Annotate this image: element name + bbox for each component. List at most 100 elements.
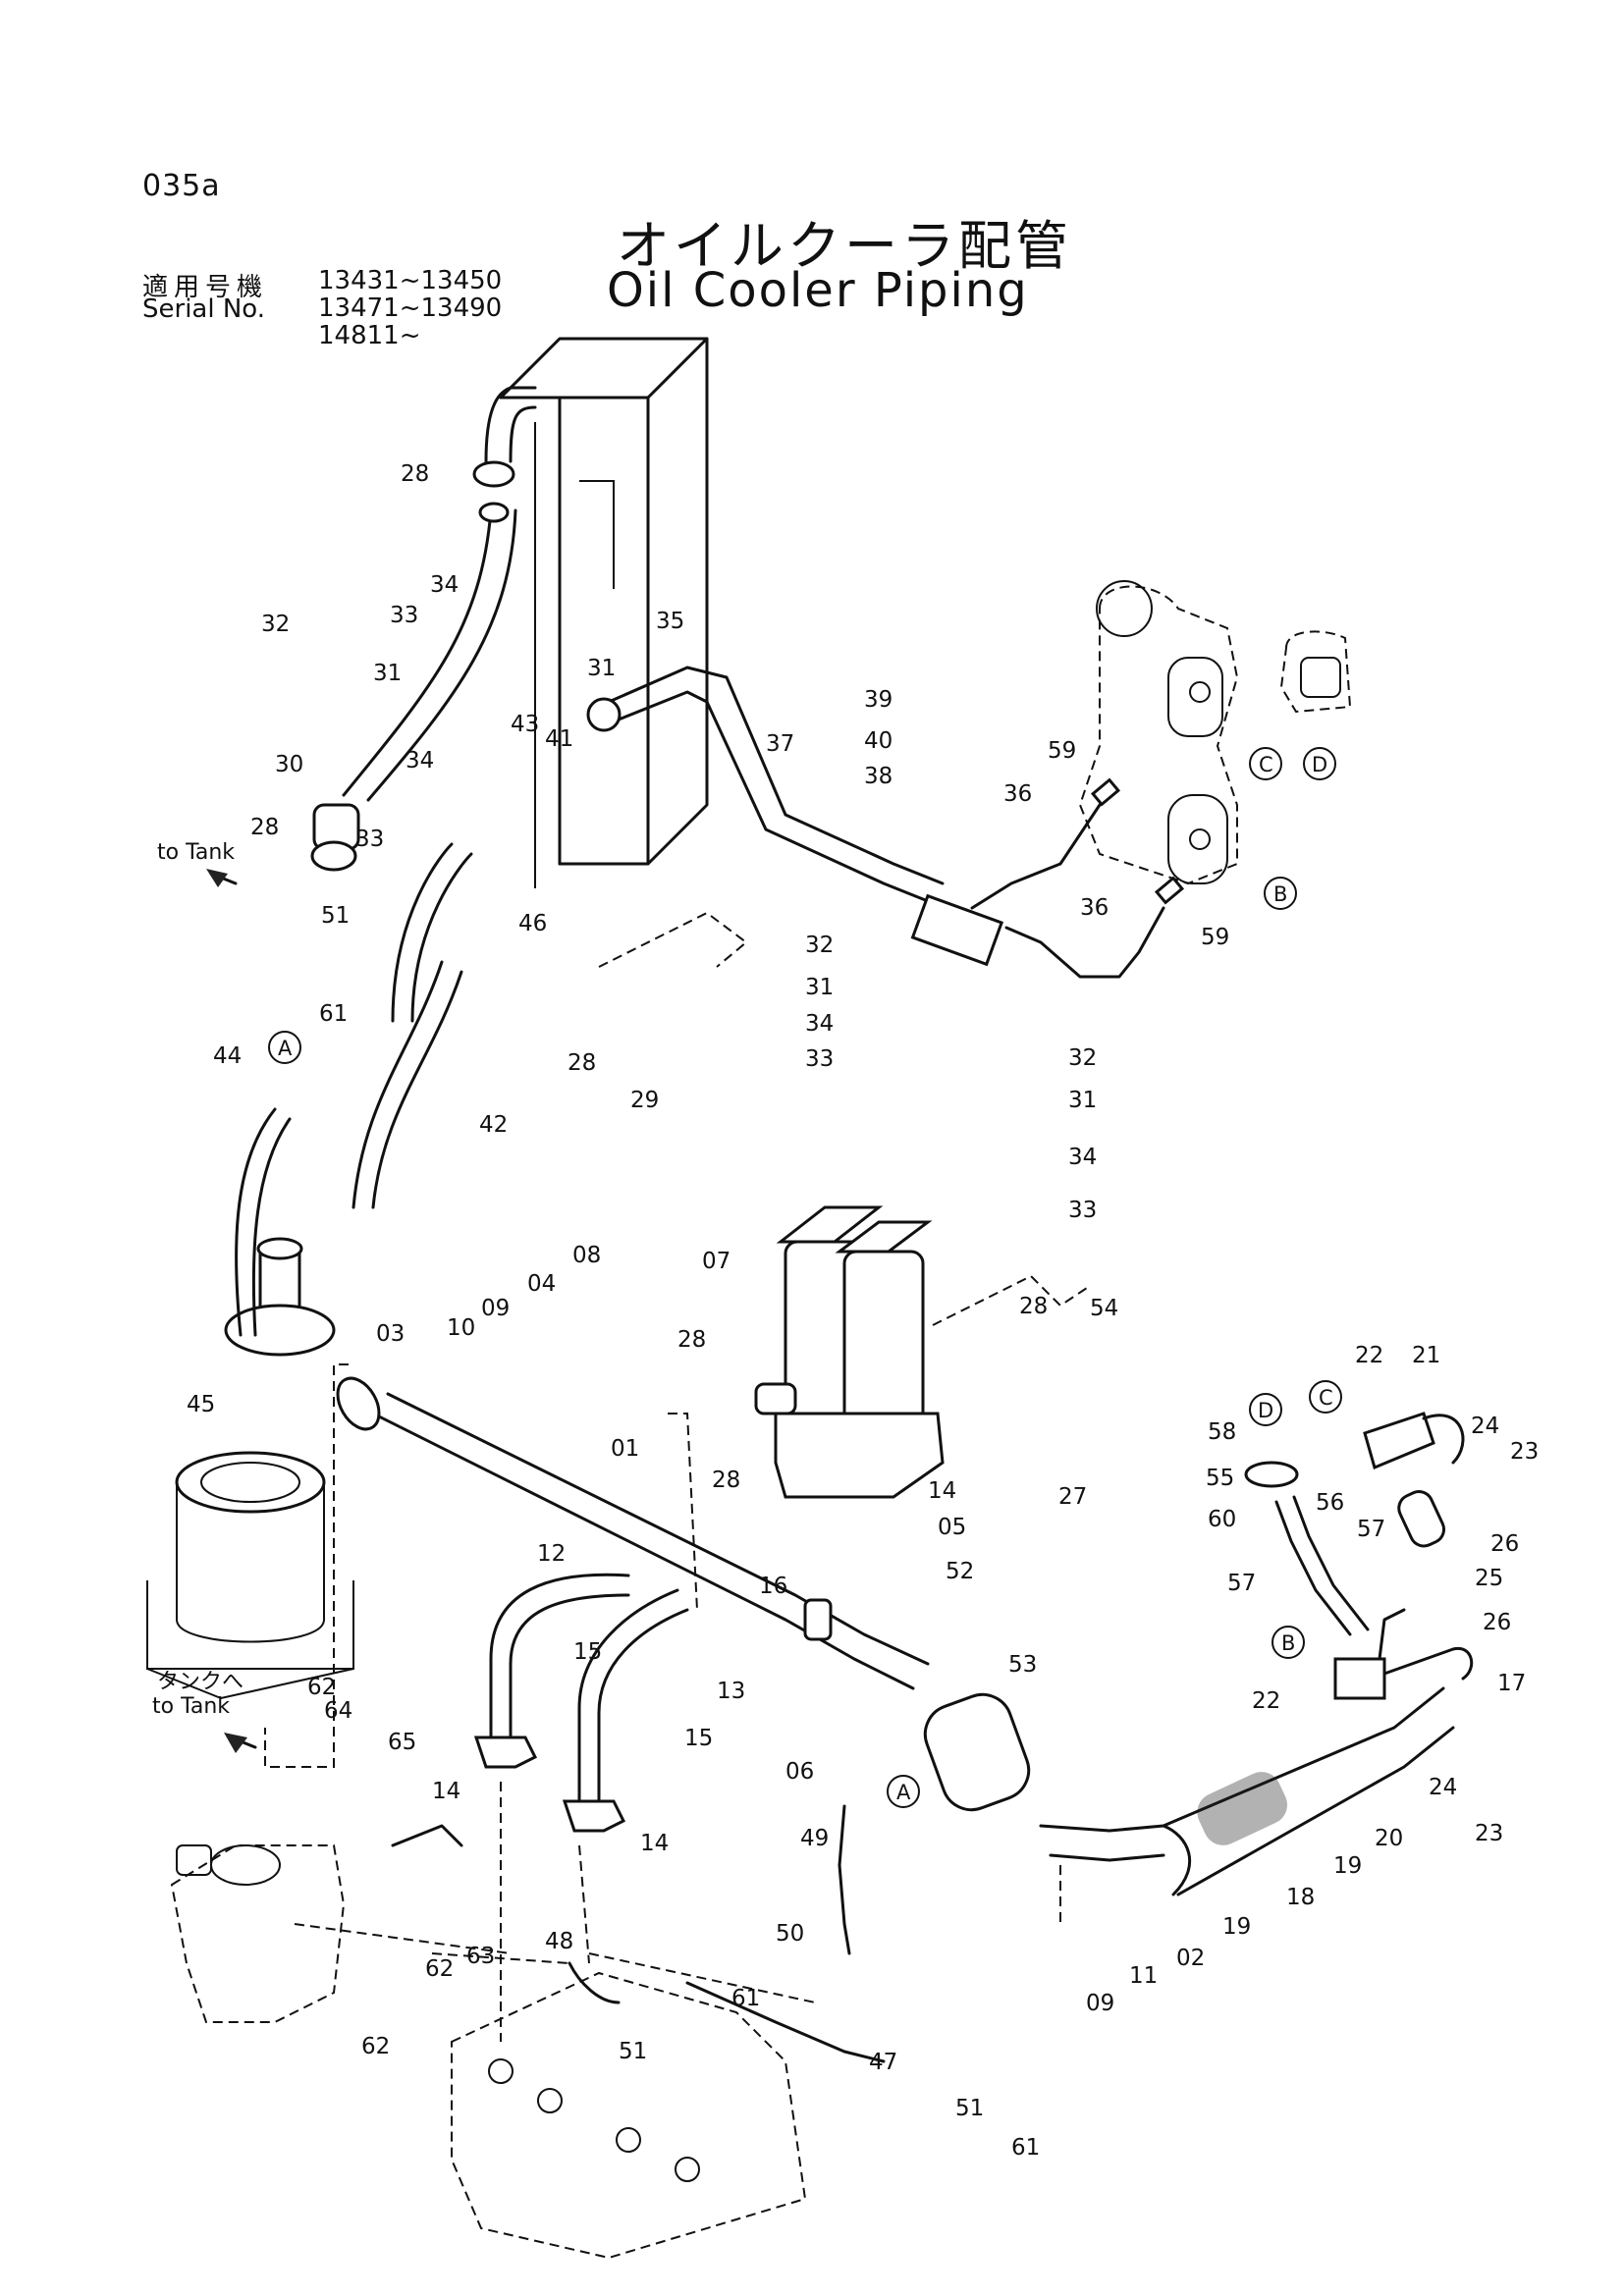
part-label: 32 <box>805 933 834 958</box>
part-label: 31 <box>373 661 402 686</box>
part-label: 14 <box>928 1478 956 1504</box>
part-label: 36 <box>1003 781 1032 807</box>
part-label: 35 <box>656 609 684 634</box>
page-code: 035a <box>142 169 221 203</box>
main-pipe-01 <box>336 1376 930 1690</box>
hose-56 <box>1244 1461 1370 1636</box>
part-label: 57 <box>1357 1517 1385 1542</box>
hose-37 <box>586 666 1004 967</box>
part-label: 28 <box>677 1327 706 1353</box>
to-tank-label-japanese: タンクへ <box>157 1670 243 1694</box>
part-label: 53 <box>1008 1652 1037 1678</box>
leader-lines <box>264 911 1091 2042</box>
connector-a: A <box>278 1037 293 1060</box>
part-label: 61 <box>731 1986 760 2011</box>
part-label: 28 <box>712 1468 740 1493</box>
part-label: 61 <box>319 1001 348 1027</box>
part-label: 55 <box>1206 1466 1234 1491</box>
part-label: 10 <box>447 1315 475 1341</box>
part-label: 40 <box>864 728 893 754</box>
part-label: 34 <box>805 1011 834 1037</box>
part-label: 12 <box>537 1541 566 1567</box>
serial-label-japanese: 適用号機 <box>142 273 269 302</box>
part-label: 21 <box>1412 1343 1440 1368</box>
part-label: 52 <box>946 1559 974 1584</box>
part-label: 61 <box>1011 2135 1040 2161</box>
control-valve <box>451 1971 807 2260</box>
part-labels: 28 34 33 32 31 35 31 30 34 43 41 33 28 4… <box>187 461 1539 2161</box>
pump-assembly <box>1078 580 1352 885</box>
connector-b: B <box>1273 882 1287 906</box>
swing-motor <box>170 1844 346 2023</box>
connector-d: D <box>1258 1399 1273 1422</box>
serial-range-3: 14811~ <box>318 321 421 350</box>
to-tank-label-bottom: to Tank <box>152 1694 230 1719</box>
part-label: 02 <box>1176 1946 1205 1971</box>
part-label: 41 <box>545 726 573 752</box>
part-label: 33 <box>390 603 418 628</box>
tee-assembly <box>1333 1412 1474 1700</box>
part-label: 57 <box>1227 1571 1256 1596</box>
part-label: 06 <box>785 1759 814 1785</box>
part-label: 36 <box>1080 895 1109 921</box>
part-label: 26 <box>1490 1531 1519 1557</box>
part-label: 33 <box>1068 1198 1097 1223</box>
part-label: 28 <box>1019 1294 1048 1319</box>
filter-tank <box>146 1237 354 1700</box>
part-label: 50 <box>776 1921 804 1947</box>
part-label: 23 <box>1475 1821 1503 1846</box>
radiator-block <box>499 337 709 888</box>
part-label: 22 <box>1252 1688 1280 1714</box>
connector-a: A <box>896 1781 911 1804</box>
oil-cooler-07 <box>754 1205 945 1499</box>
part-label: 64 <box>324 1698 352 1724</box>
part-label: 62 <box>361 2034 390 2059</box>
part-label: 07 <box>702 1249 730 1274</box>
part-label: 13 <box>717 1679 745 1704</box>
part-label: 23 <box>1510 1439 1539 1465</box>
serial-ranges: 13431~13450 13471~13490 14811~ <box>318 267 502 349</box>
part-label: 38 <box>864 764 893 789</box>
connector-b: B <box>1281 1631 1295 1655</box>
part-label: 27 <box>1058 1484 1087 1510</box>
part-label: 63 <box>466 1944 495 1969</box>
part-label: 16 <box>759 1574 787 1599</box>
part-label: 20 <box>1375 1826 1403 1851</box>
to-tank-label-top: to Tank <box>157 840 235 865</box>
part-label: 19 <box>1333 1853 1362 1879</box>
part-label: 28 <box>568 1050 596 1076</box>
part-label: 43 <box>511 712 539 737</box>
serial-label-english: Serial No. <box>142 294 265 324</box>
part-label: 24 <box>1429 1775 1457 1800</box>
part-label: 01 <box>611 1436 639 1462</box>
hoses-36 <box>970 777 1185 979</box>
part-label: 30 <box>275 752 303 777</box>
part-label: 15 <box>684 1726 713 1751</box>
pipes-12-13 <box>473 1573 689 1833</box>
part-label: 17 <box>1497 1671 1526 1696</box>
part-label: 29 <box>630 1088 659 1113</box>
part-label: 03 <box>376 1321 405 1347</box>
part-label: 59 <box>1048 738 1076 764</box>
upper-hoses <box>310 386 537 872</box>
serial-range-2: 13471~13490 <box>318 294 503 323</box>
part-label: 45 <box>187 1392 215 1417</box>
part-label: 48 <box>545 1929 573 1954</box>
part-label: 33 <box>355 827 384 852</box>
part-label: 59 <box>1201 925 1229 950</box>
part-label: 31 <box>1068 1088 1097 1113</box>
pipe-02-hose-53 <box>923 1686 1455 1896</box>
part-label: 15 <box>573 1639 602 1665</box>
part-label: 39 <box>864 687 893 713</box>
part-label: 14 <box>640 1831 669 1856</box>
part-label: 65 <box>388 1730 416 1755</box>
part-label: 33 <box>805 1046 834 1072</box>
part-label: 31 <box>587 656 616 681</box>
part-label: 26 <box>1483 1610 1511 1635</box>
part-label: 54 <box>1090 1296 1118 1321</box>
part-label: 32 <box>261 612 290 637</box>
hoses-44-42 <box>235 842 473 1337</box>
connector-c: C <box>1259 753 1273 776</box>
serial-range-1: 13431~13450 <box>318 266 503 295</box>
